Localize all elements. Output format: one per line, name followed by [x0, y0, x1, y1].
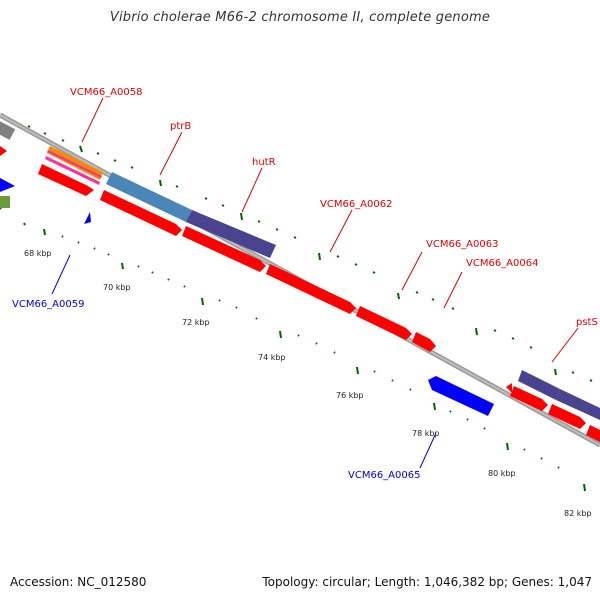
accession-text: Accession: NC_012580 [10, 575, 147, 589]
gene-VCM66_A0062[interactable] [266, 264, 356, 314]
reverse-gene-track [84, 212, 494, 416]
scale-label-68: 68 kbp [24, 249, 52, 258]
gene-pstS-red-2[interactable] [548, 404, 586, 429]
gene-VCM66_A0065[interactable] [428, 376, 494, 416]
label-pstS[interactable]: pstS [576, 317, 598, 328]
callout-lines [51, 97, 579, 469]
label-VCM66_A0059[interactable]: VCM66_A0059 [12, 299, 84, 310]
scale-label-72: 72 kbp [182, 318, 210, 327]
label-VCM66_A0064[interactable]: VCM66_A0064 [466, 258, 538, 269]
gene-labels: VCM66_A0058 ptrB hutR VCM66_A0062 VCM66_… [12, 87, 598, 481]
map-title: Vibrio cholerae M66-2 chromosome II, com… [109, 10, 491, 25]
scale-label-70: 70 kbp [103, 283, 131, 292]
gene-pstS-red-3[interactable] [586, 425, 600, 442]
scale-label-74: 74 kbp [258, 353, 286, 362]
gene-stack-stripe-1 [47, 150, 102, 178]
gene-ptrB[interactable] [106, 172, 192, 222]
tick-row-outer [9, 119, 593, 382]
label-VCM66_A0063[interactable]: VCM66_A0063 [426, 239, 498, 250]
gene-small-red[interactable] [506, 383, 512, 393]
label-VCM66_A0065[interactable]: VCM66_A0065 [348, 470, 420, 481]
gene-left-blue[interactable] [0, 178, 15, 192]
gene-hutR[interactable] [186, 210, 276, 258]
gene-stack-stripe-2 [45, 156, 100, 185]
gene-VCM66_A0064[interactable] [412, 332, 436, 352]
forward-gene-track [38, 164, 600, 442]
gene-left-olive[interactable] [0, 196, 10, 208]
label-hutR[interactable]: hutR [252, 157, 276, 168]
genome-summary-text: Topology: circular; Length: 1,046,382 bp… [262, 575, 592, 589]
label-VCM66_A0062[interactable]: VCM66_A0062 [320, 199, 392, 210]
gene-VCM66_A0058[interactable] [38, 164, 94, 196]
gene-ptrB-red[interactable] [100, 190, 182, 236]
gene-left-red[interactable] [0, 146, 7, 156]
gene-pstS-a[interactable] [518, 370, 560, 400]
gene-hutR-red[interactable] [182, 226, 266, 272]
scale-label-76: 76 kbp [336, 391, 364, 400]
label-ptrB[interactable]: ptrB [170, 121, 191, 132]
gene-pstS-red-1[interactable] [510, 386, 548, 411]
tick-row-inner [0, 207, 586, 492]
scale-labels: 68 kbp 70 kbp 72 kbp 74 kbp 76 kbp 78 kb… [24, 249, 592, 518]
gene-pstS-b[interactable] [556, 389, 600, 420]
gene-VCM66_A0059[interactable] [84, 212, 91, 224]
label-VCM66_A0058[interactable]: VCM66_A0058 [70, 87, 142, 98]
gene-left-grey[interactable] [0, 118, 16, 140]
scale-label-82: 82 kbp [564, 509, 592, 518]
upper-track [45, 146, 600, 420]
gene-VCM66_A0063[interactable] [356, 306, 412, 340]
scale-label-80: 80 kbp [488, 469, 516, 478]
scale-label-78: 78 kbp [412, 429, 440, 438]
